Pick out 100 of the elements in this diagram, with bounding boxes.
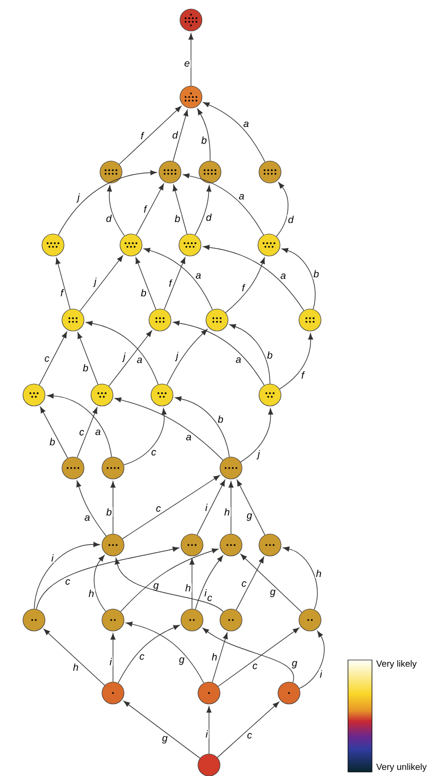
state-circle <box>206 308 228 332</box>
arrow <box>108 330 152 386</box>
edge-label: a <box>238 193 246 201</box>
arrow <box>229 324 270 384</box>
edge-label: a <box>234 356 242 364</box>
edge-label: g <box>161 735 169 744</box>
state-circle <box>158 160 182 184</box>
scale-label: Very likely <box>376 660 417 669</box>
arrow <box>206 706 212 754</box>
edge-label: g <box>290 660 298 670</box>
state-circle <box>22 608 46 632</box>
edge-label: b <box>200 135 208 145</box>
state-circle <box>220 608 242 632</box>
state-circle <box>102 534 124 556</box>
edge-label: b <box>216 414 224 424</box>
arrow <box>188 33 194 86</box>
edge-label: e <box>183 60 191 68</box>
arrow <box>282 546 318 610</box>
edge-label: c <box>240 580 248 588</box>
edge-label: d <box>286 214 295 224</box>
state-circle <box>258 384 282 406</box>
arrow <box>94 555 106 612</box>
arrow <box>282 248 316 310</box>
edge-label: b <box>105 507 113 517</box>
state-circle <box>150 384 174 406</box>
state-circle <box>258 534 282 556</box>
arrow <box>86 320 158 385</box>
arrow <box>118 624 180 684</box>
edge-label: f <box>300 370 306 380</box>
edge-label: c <box>251 662 258 670</box>
arrow <box>114 397 224 460</box>
arrow <box>106 185 125 236</box>
arrow <box>56 258 70 310</box>
edge-label: b <box>266 350 274 360</box>
edge-label: h <box>72 662 80 672</box>
edge-label: b <box>48 437 56 446</box>
edge-label: f <box>168 278 173 288</box>
scale-label: Very unlikely <box>376 763 427 772</box>
edge-label: c <box>150 449 158 456</box>
edge-label: g <box>152 582 160 592</box>
arrow <box>78 332 98 385</box>
state-circle <box>180 86 202 108</box>
state-circle <box>22 384 46 406</box>
arrow <box>182 173 264 236</box>
state-circle <box>90 384 114 406</box>
arrow <box>114 558 224 612</box>
edge-label: f <box>240 282 246 292</box>
state-circle <box>180 534 204 556</box>
state-circle <box>198 754 220 776</box>
state-circle <box>42 234 64 256</box>
edge-label: a <box>279 272 287 280</box>
arrow <box>202 628 294 683</box>
arrow <box>240 408 274 462</box>
arrow <box>76 480 106 536</box>
arrow <box>144 248 213 310</box>
edge-label: j <box>76 192 81 204</box>
arrow <box>298 630 325 689</box>
edge-label: a <box>184 434 192 442</box>
arrow <box>172 184 188 234</box>
edge-label: b <box>174 214 182 224</box>
state-circle <box>180 608 204 632</box>
arrow <box>194 185 212 236</box>
state-circle <box>298 308 322 332</box>
arrow <box>44 628 106 686</box>
state-circle <box>178 234 202 256</box>
arrow <box>126 622 204 684</box>
edge-label: c <box>64 578 72 586</box>
edge-label: j <box>174 350 180 362</box>
edge-label: c <box>138 653 146 661</box>
edge-label: a <box>83 514 92 522</box>
arrow <box>58 170 157 236</box>
edge-label: a <box>242 120 250 128</box>
arrow <box>236 480 266 536</box>
edge-label: b <box>140 288 148 298</box>
edge-label: c <box>78 429 86 436</box>
arrow <box>276 182 288 237</box>
arrow <box>38 332 68 386</box>
edge-label: i <box>204 729 209 739</box>
arrow <box>36 546 180 610</box>
edge-label: d <box>204 212 212 222</box>
state-circle <box>180 8 202 32</box>
arrow <box>122 475 220 540</box>
edge-label: j <box>93 276 98 288</box>
state-circle <box>102 682 124 704</box>
arrow <box>228 481 234 534</box>
edge-label: g <box>178 656 186 666</box>
state-circle <box>100 160 122 184</box>
arrow <box>110 633 116 682</box>
arrow <box>172 110 188 162</box>
edge-label: f <box>59 288 64 298</box>
edge-label: c <box>206 594 214 602</box>
edge-label: j <box>256 449 261 460</box>
arrow <box>118 106 182 165</box>
edge-label: h <box>210 652 218 662</box>
arrow <box>190 558 194 610</box>
arrow <box>136 184 164 236</box>
edge-label: f <box>142 204 148 214</box>
edge-label: g <box>246 512 254 522</box>
arrow <box>212 632 228 683</box>
arrow <box>196 480 226 536</box>
